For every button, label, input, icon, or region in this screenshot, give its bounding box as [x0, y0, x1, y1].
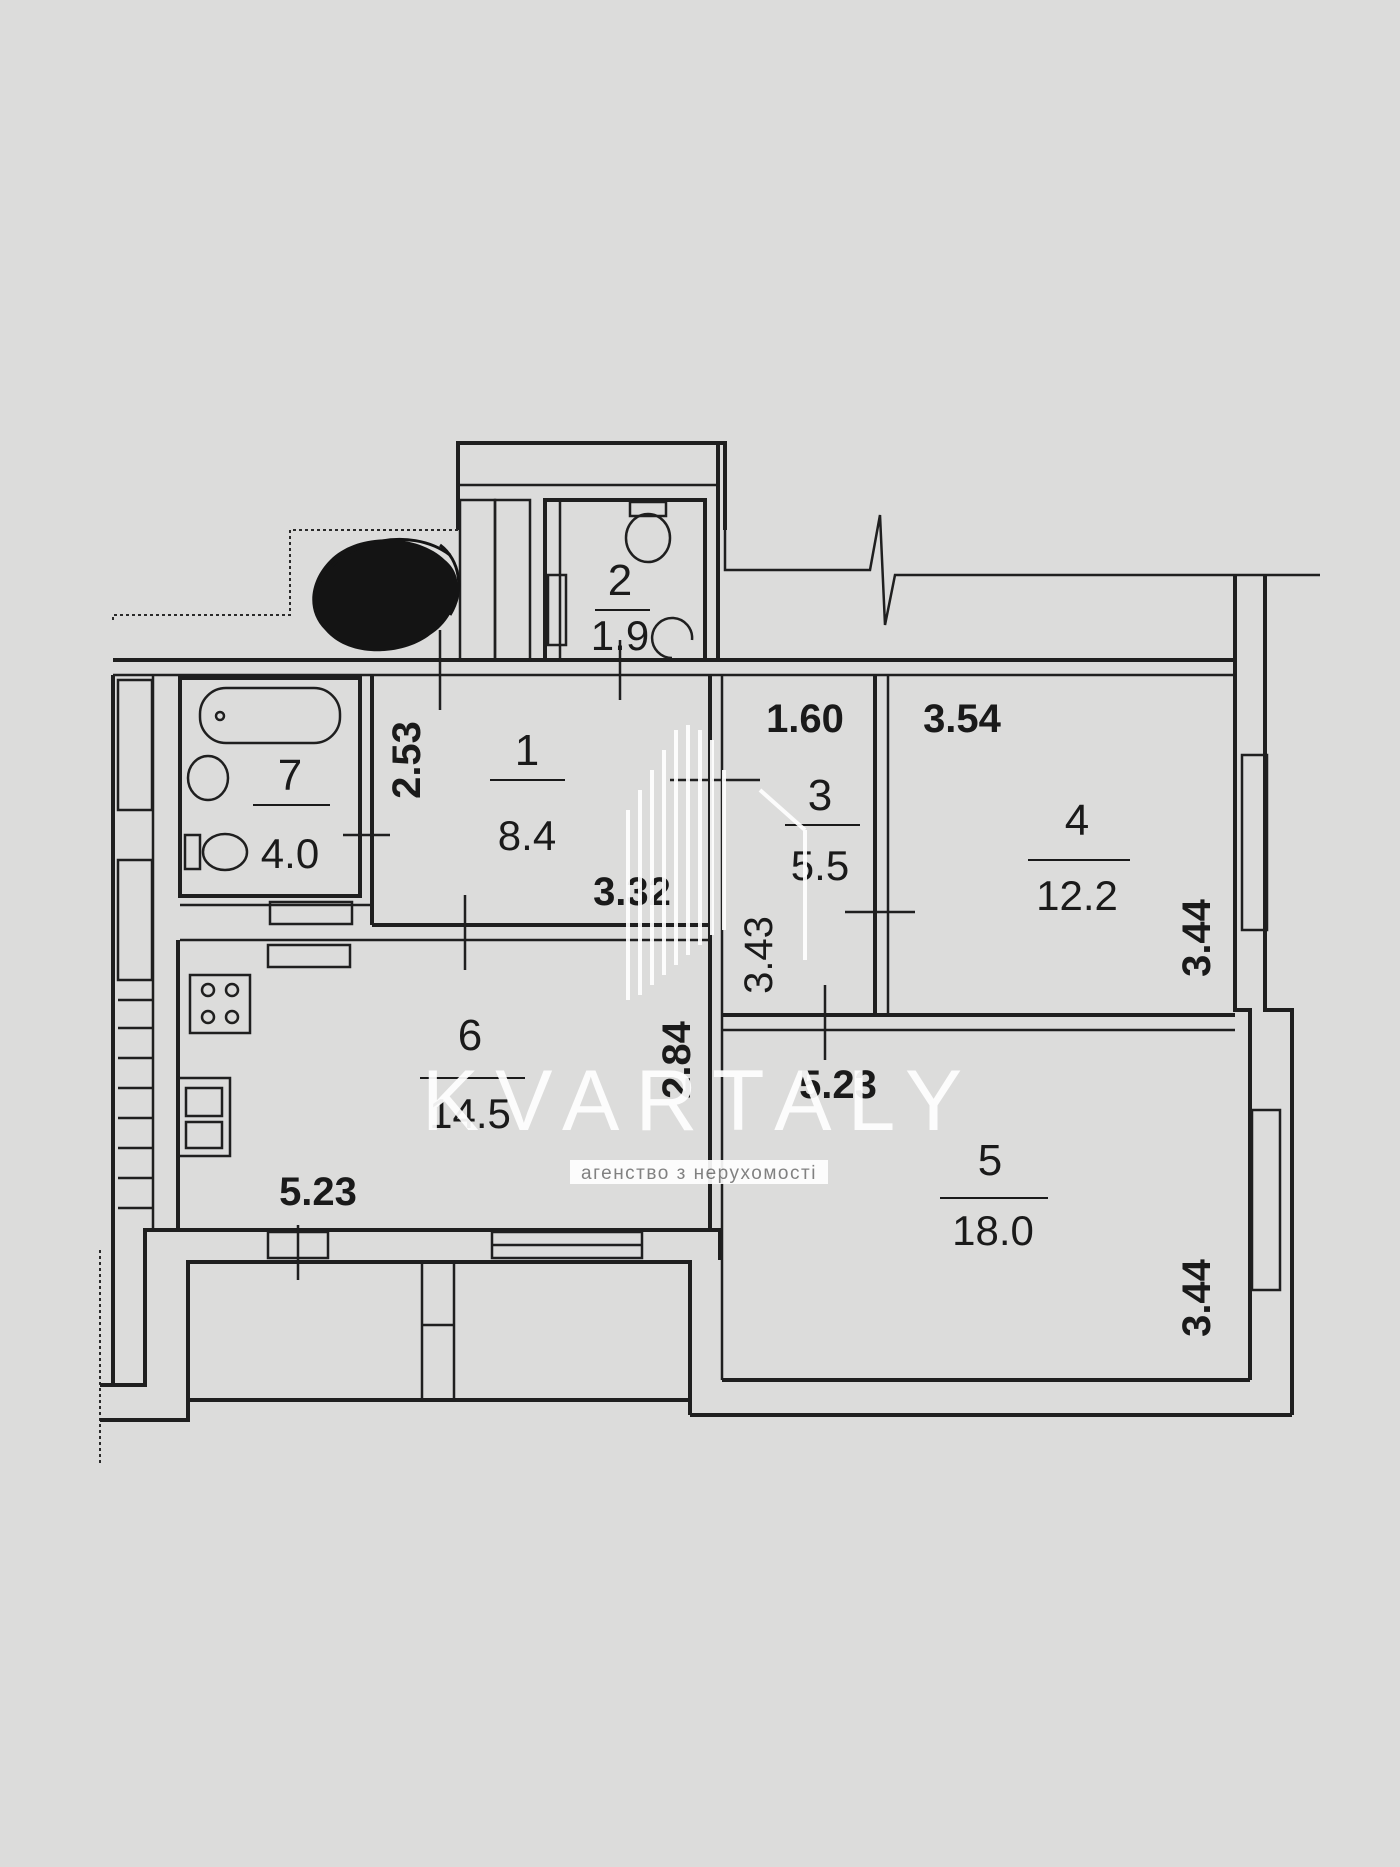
window-room-5 — [1250, 1108, 1282, 1292]
dim-room3-vertical: 3.43 — [737, 916, 781, 994]
room-3-label: 3 5.5 — [785, 771, 860, 889]
room-7-label: 7 4.0 — [253, 751, 330, 877]
watermark-caption: агенство з нерухомості — [581, 1163, 817, 1184]
room-7-area: 4.0 — [261, 830, 319, 877]
room-1-label: 1 8.4 — [490, 726, 565, 859]
dim-room3-width: 1.60 — [766, 697, 844, 741]
outer-walls — [99, 441, 1320, 1465]
room-3-area: 5.5 — [791, 842, 849, 889]
room-7-number: 7 — [278, 751, 302, 800]
dim-room5-vertical: 3.44 — [1175, 1258, 1219, 1337]
dim-room5-width: 5.23 — [799, 1063, 877, 1107]
dim-room6-width: 5.23 — [279, 1170, 357, 1214]
room-1-area: 8.4 — [498, 812, 556, 859]
room-2-number: 2 — [608, 556, 632, 605]
room-3-number: 3 — [808, 771, 832, 820]
watermark-caption-box — [570, 1160, 828, 1184]
room-6-number: 6 — [458, 1011, 482, 1060]
dim-room6-vertical: 2.84 — [655, 1020, 699, 1099]
watermark-bars — [626, 725, 807, 1000]
left-window — [118, 998, 153, 1210]
fixtures — [176, 500, 694, 1158]
room-5-label: 5 18.0 — [940, 1136, 1048, 1254]
dim-room1-vertical: 2.53 — [385, 721, 429, 799]
dimension-labels: 2.53 3.32 1.60 3.43 3.54 3.44 5.23 3.44 … — [279, 697, 1219, 1337]
sink-icon — [186, 754, 230, 802]
door-markers — [296, 630, 915, 1280]
watermark-brand: KVARTALY — [422, 1053, 979, 1149]
room-4-label: 4 12.2 — [1028, 796, 1130, 919]
sink-room-2-icon — [650, 616, 694, 660]
toilet-icon — [201, 832, 249, 872]
scribble-mark — [312, 537, 461, 652]
kitchen-sink-icon — [176, 1076, 232, 1158]
watermark-logo: KVARTALY агенство з нерухомості — [422, 725, 979, 1184]
room-4-area: 12.2 — [1036, 872, 1118, 919]
room-5-number: 5 — [978, 1136, 1002, 1185]
dim-room4-width: 3.54 — [923, 697, 1002, 741]
room-4-number: 4 — [1065, 796, 1089, 845]
window-room-4 — [1240, 753, 1269, 932]
stove-icon — [188, 973, 252, 1035]
room-2-area: 1.9 — [591, 612, 649, 659]
room-5-area: 18.0 — [952, 1207, 1034, 1254]
room-1-number: 1 — [515, 726, 539, 775]
bathtub-icon — [198, 686, 342, 745]
toilet-room-2-icon — [624, 512, 672, 564]
room-6-label: 6 14.5 — [420, 1011, 525, 1137]
room-2-label: 2 1.9 — [591, 556, 650, 659]
room-6-area: 14.5 — [429, 1090, 511, 1137]
dim-room4-vertical: 3.44 — [1175, 898, 1219, 977]
dim-room1-horizontal: 3.32 — [593, 870, 671, 914]
